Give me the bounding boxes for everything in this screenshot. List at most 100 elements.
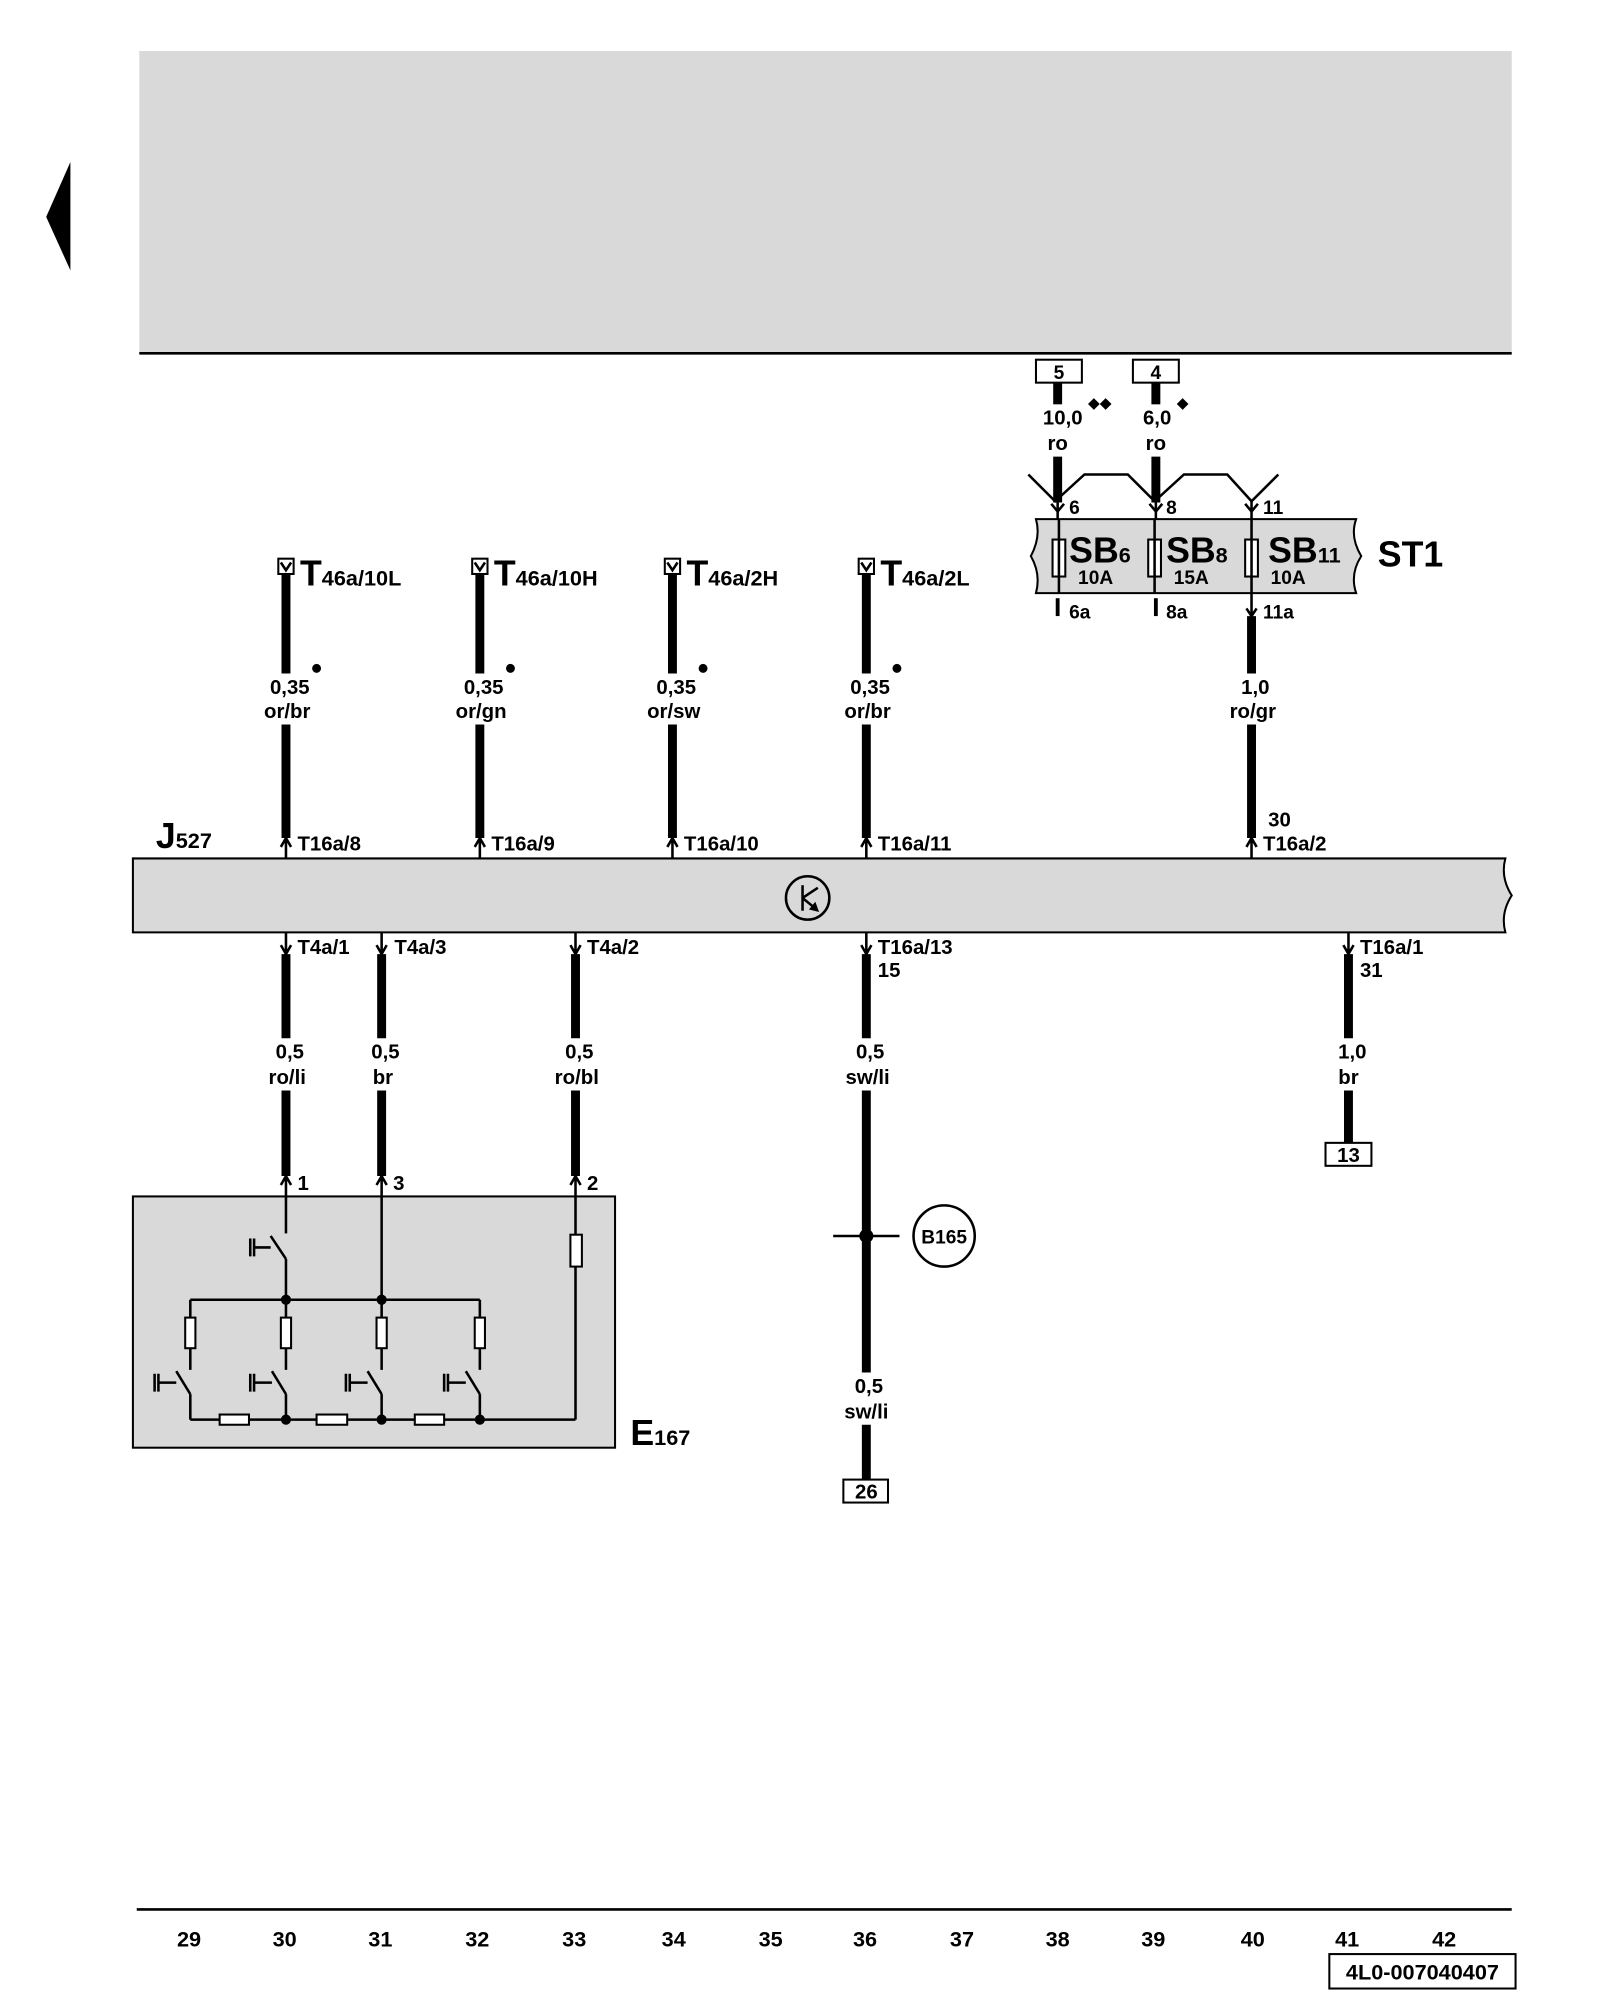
switch-line: T4a/2 0,5 ro/bl 2 bbox=[555, 932, 639, 1197]
wire-dot-marker bbox=[698, 663, 708, 673]
connector-icon bbox=[666, 561, 679, 573]
resistor-icon bbox=[569, 1233, 583, 1268]
feed-wire: 1,0 ro/gr 30 T16a/2 bbox=[1230, 616, 1326, 859]
fuse-out-pin-label: 6a bbox=[1069, 603, 1091, 624]
fuse-number: 8 bbox=[1216, 543, 1228, 568]
column-number: 30 bbox=[273, 1926, 297, 1951]
wire-size-label: 6,0 bbox=[1143, 408, 1171, 430]
ignition-line: T16a/13 15 0,5 sw/li B165 0,5 sw/li 26 bbox=[833, 932, 977, 1504]
reference-box bbox=[1324, 1141, 1373, 1167]
pin-arrow-icon bbox=[1245, 835, 1258, 859]
pin-label: T4a/1 bbox=[297, 937, 349, 959]
splice-label: B165 bbox=[921, 1228, 967, 1249]
wire-marker-label: ◆ bbox=[1177, 394, 1189, 412]
wire-color-label: or/sw bbox=[647, 701, 700, 723]
terminal-label: 30 bbox=[1268, 810, 1291, 832]
can-line: T46a/10L 0,35 or/br T16a/8 bbox=[264, 553, 401, 859]
wire-color-label: or/gn bbox=[456, 701, 507, 723]
electronic-component-icon bbox=[784, 875, 831, 921]
column-number: 37 bbox=[950, 1926, 974, 1951]
electronic-symbol-arrow-icon bbox=[808, 901, 820, 912]
column-number: 31 bbox=[368, 1926, 392, 1951]
module-pin-label: 3 bbox=[393, 1173, 404, 1195]
wire-size-label: 0,5 bbox=[855, 1376, 883, 1398]
wire-color-label: ro/bl bbox=[555, 1067, 599, 1089]
junction-dot bbox=[280, 1414, 292, 1425]
junction-dot bbox=[474, 1414, 485, 1425]
fuse-out-pin-label: 11a bbox=[1263, 603, 1294, 624]
wire-color-label: or/br bbox=[844, 701, 891, 723]
wire-size-label: 0,5 bbox=[276, 1042, 304, 1064]
module-pin-label: 2 bbox=[587, 1173, 598, 1195]
fuse-name-label: SB8 bbox=[1166, 531, 1228, 571]
pin-arrow-icon bbox=[473, 835, 487, 859]
control-unit-label: J527 bbox=[156, 816, 212, 856]
wire-size-label: 0,35 bbox=[464, 677, 504, 699]
fuse-holder-body bbox=[1029, 518, 1363, 595]
pin-label: T16a/9 bbox=[491, 834, 554, 856]
terminal-label: 15 bbox=[878, 960, 901, 982]
supply-line: 4 6,0 ◆ ro bbox=[1131, 358, 1189, 503]
column-number: 42 bbox=[1432, 1926, 1456, 1951]
wire-color-label: br bbox=[373, 1067, 393, 1089]
junction-dot bbox=[376, 1414, 387, 1425]
pin-arrow-icon bbox=[375, 1173, 388, 1197]
wire-color-label: sw/li bbox=[846, 1067, 890, 1089]
pin-arrow-icon bbox=[279, 1173, 293, 1197]
push-switch-icon bbox=[442, 1370, 481, 1395]
electronic-symbol-circle bbox=[784, 875, 831, 921]
terminal-label: 31 bbox=[1360, 960, 1383, 982]
fuse-in-pin-label: 8 bbox=[1166, 498, 1177, 519]
previous-page-arrow-icon bbox=[46, 161, 71, 271]
supply-line: 5 10,0 ◆◆ ro bbox=[1034, 358, 1112, 503]
reference-label: 26 bbox=[855, 1482, 878, 1504]
connector-letter: T bbox=[494, 553, 516, 593]
push-switch-icon bbox=[344, 1370, 383, 1395]
resistor-icon bbox=[473, 1316, 486, 1350]
reference-label: 13 bbox=[1337, 1145, 1360, 1167]
can-line: T46a/2L 0,35 or/br T16a/11 bbox=[844, 553, 970, 859]
header-panel bbox=[139, 51, 1512, 354]
pin-label: T16a/2 bbox=[1263, 834, 1326, 856]
fuse-name: SB bbox=[1069, 531, 1119, 571]
pin-label: T16a/13 bbox=[878, 937, 953, 959]
resistor-icon bbox=[279, 1316, 293, 1350]
switch-line: T4a/1 0,5 ro/li 1 bbox=[269, 932, 350, 1197]
wire-marker-label: ◆◆ bbox=[1088, 394, 1112, 412]
wire-color-label: ro bbox=[1146, 433, 1166, 455]
fuse-holder-st1: ST1 6 SB6 10A 6a 8 SB8 15A 8a 11 SB11 10… bbox=[1029, 498, 1443, 624]
pin-arrow-icon bbox=[666, 835, 679, 859]
wire-size-label: 0,35 bbox=[850, 677, 890, 699]
pin-label: T4a/3 bbox=[394, 937, 446, 959]
pin-arrow-icon bbox=[860, 835, 873, 859]
wire-dot-marker bbox=[312, 663, 322, 673]
supply-connector-ref: 5 bbox=[1054, 363, 1065, 384]
fuse-in-pin-label: 11 bbox=[1263, 498, 1284, 519]
switch-module-body bbox=[131, 1195, 617, 1449]
fuse-name: SB bbox=[1166, 531, 1216, 571]
fuse-rating-label: 10A bbox=[1271, 568, 1306, 589]
fuse-rating-label: 10A bbox=[1078, 568, 1113, 589]
push-switch-icon bbox=[248, 1235, 288, 1260]
switch-module-label: E167 bbox=[630, 1413, 690, 1453]
column-number: 34 bbox=[662, 1926, 686, 1951]
connector-label: T46a/10H bbox=[494, 553, 598, 593]
wire-color-label: ro bbox=[1047, 433, 1067, 455]
reference-box bbox=[842, 1478, 890, 1504]
wire-color-label: ro/li bbox=[269, 1067, 306, 1089]
connector-icon bbox=[279, 561, 293, 573]
connector-pin: 46a/10H bbox=[516, 565, 598, 590]
resistor-icon bbox=[218, 1413, 251, 1426]
module-pin-label: 1 bbox=[297, 1173, 308, 1195]
wire-size-label: 1,0 bbox=[1338, 1042, 1366, 1064]
connector-letter: T bbox=[880, 553, 902, 593]
pin-arrow-icon bbox=[279, 835, 293, 859]
column-number: 39 bbox=[1141, 1926, 1165, 1951]
fuse-bus-bar bbox=[1027, 473, 1280, 504]
column-number: 32 bbox=[465, 1926, 489, 1951]
wire-color-label: br bbox=[1338, 1067, 1358, 1089]
pin-label: T16a/1 bbox=[1360, 937, 1423, 959]
column-number: 35 bbox=[759, 1926, 783, 1951]
column-number: 29 bbox=[177, 1926, 201, 1951]
